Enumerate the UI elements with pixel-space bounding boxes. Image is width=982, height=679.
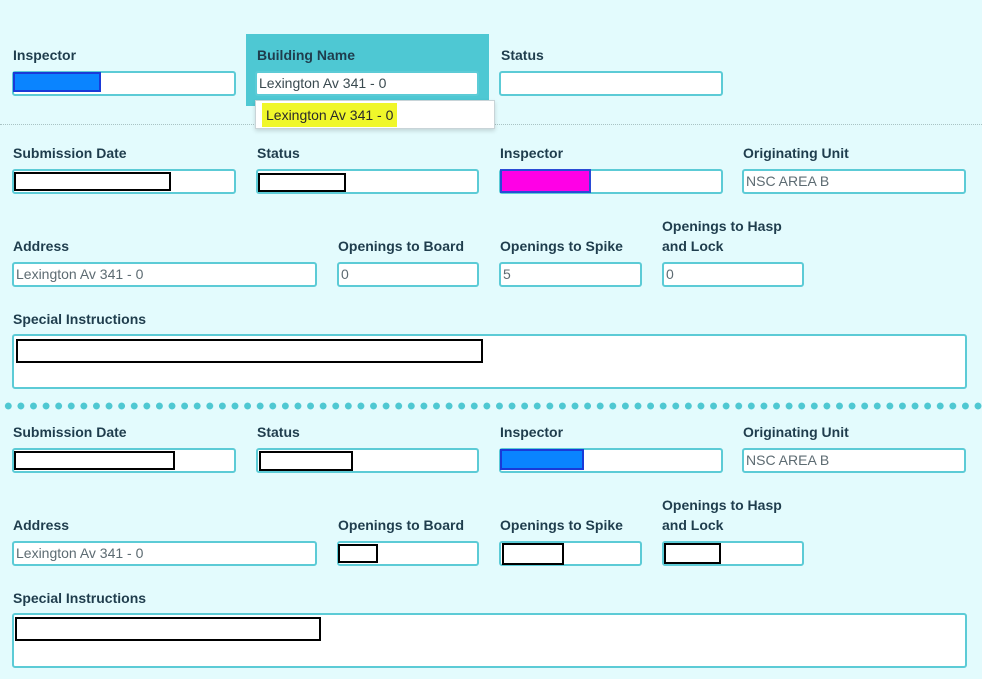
record1-openings-hasp-label-line1: Openings to Hasp (662, 218, 782, 234)
record1-inspector-value-redacted (500, 169, 591, 193)
record2-openings-hasp-label-line2: and Lock (662, 517, 724, 533)
record1-address-field[interactable]: Lexington Av 341 - 0 (12, 262, 317, 287)
record2-originating-unit-label: Originating Unit (743, 424, 849, 440)
filter-status-field[interactable] (499, 71, 723, 96)
filter-inspector-label: Inspector (13, 47, 77, 63)
record1-originating-unit-label: Originating Unit (743, 145, 849, 161)
record2-status-redacted (259, 451, 353, 471)
suggestion-item[interactable]: Lexington Av 341 - 0 (262, 103, 398, 127)
record1-openings-hasp-field[interactable]: 0 (662, 262, 804, 287)
record2-special-instructions-redacted (15, 617, 321, 641)
record1-openings-spike-label: Openings to Spike (500, 238, 623, 254)
record-divider-dotted (0, 402, 982, 410)
record2-submission-date-redacted (14, 451, 175, 470)
record2-originating-unit-field[interactable]: NSC AREA B (742, 448, 966, 473)
record1-submission-date-label: Submission Date (13, 145, 127, 161)
record2-openings-board-label: Openings to Board (338, 517, 464, 533)
record2-openings-hasp-label-line1: Openings to Hasp (662, 497, 782, 513)
record1-openings-hasp-label-line2: and Lock (662, 238, 724, 254)
record2-status-label: Status (257, 424, 300, 440)
filter-building-name-label: Building Name (257, 47, 356, 63)
record2-openings-board-redacted (338, 544, 378, 563)
filter-inspector-value-redacted (13, 72, 101, 92)
record2-openings-spike-label: Openings to Spike (500, 517, 623, 533)
record1-status-label: Status (257, 145, 300, 161)
record2-openings-hasp-redacted (664, 543, 721, 564)
record1-originating-unit-field[interactable]: NSC AREA B (742, 169, 966, 194)
building-name-suggestions: Lexington Av 341 - 0 (255, 100, 495, 129)
building-name-input[interactable]: Lexington Av 341 - 0 (255, 71, 479, 96)
record2-openings-spike-redacted (502, 543, 564, 565)
filter-status-label: Status (501, 47, 544, 63)
record1-openings-board-field[interactable]: 0 (337, 262, 479, 287)
record1-submission-date-redacted (14, 172, 171, 191)
record1-openings-board-label: Openings to Board (338, 238, 464, 254)
record2-special-instructions-label: Special Instructions (13, 590, 147, 606)
record2-address-label: Address (13, 517, 70, 533)
record1-inspector-label: Inspector (500, 145, 564, 161)
record1-openings-spike-field[interactable]: 5 (499, 262, 642, 287)
record1-special-instructions-redacted (16, 339, 483, 363)
record2-inspector-value-redacted (500, 449, 584, 470)
record1-address-label: Address (13, 238, 70, 254)
record1-status-redacted (258, 173, 346, 192)
record1-special-instructions-label: Special Instructions (13, 311, 147, 327)
record2-submission-date-label: Submission Date (13, 424, 127, 440)
record2-inspector-label: Inspector (500, 424, 564, 440)
record2-address-field[interactable]: Lexington Av 341 - 0 (12, 541, 317, 566)
